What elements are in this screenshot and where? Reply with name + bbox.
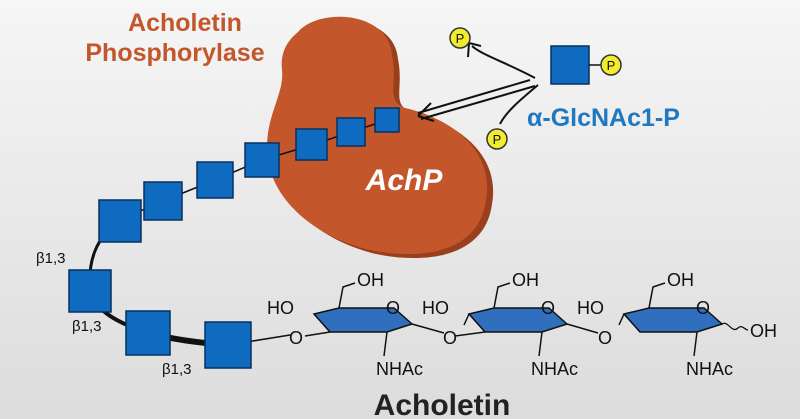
substrate-glcnac1p: P (550, 45, 622, 85)
svg-text:NHAc: NHAc (376, 359, 423, 379)
svg-text:OH: OH (667, 270, 694, 290)
glcnac-square (143, 181, 183, 221)
reaction-arrows (417, 42, 539, 125)
svg-text:O: O (696, 298, 710, 318)
glcnac-square (125, 310, 171, 356)
svg-text:P: P (456, 31, 465, 46)
linkage-label: β1,3 (72, 318, 101, 335)
svg-text:OH: OH (750, 321, 777, 341)
svg-text:HO: HO (267, 298, 294, 318)
enzyme-shape (266, 16, 494, 259)
svg-text:OH: OH (512, 270, 539, 290)
svg-text:HO: HO (422, 298, 449, 318)
enzyme-body (266, 16, 488, 255)
phosphate-inorganic: P (486, 128, 508, 150)
substrate-label: α-GlcNAc1-P (527, 104, 680, 132)
substrate-phosphate (600, 54, 622, 76)
svg-text:O: O (598, 328, 612, 348)
linkage-label: β1,3 (162, 361, 191, 378)
svg-text:NHAc: NHAc (686, 359, 733, 379)
glcnac-square (295, 128, 328, 161)
glcnac-square (204, 321, 252, 369)
atom-labels: OH HO O O NHAc OH HO O O NHAc OH HO O O … (267, 270, 777, 379)
substrate-square (550, 45, 590, 85)
svg-text:O: O (386, 298, 400, 318)
enzyme-name-line2: Phosphorylase (85, 39, 264, 67)
glcnac-square (244, 142, 280, 178)
phosphate-released: P (449, 27, 471, 49)
glcnac-squares (68, 107, 400, 369)
svg-text:O: O (541, 298, 555, 318)
svg-text:O: O (443, 328, 457, 348)
chair-rings (312, 307, 724, 333)
glcnac-square (374, 107, 400, 133)
svg-text:P: P (607, 58, 616, 73)
enzyme-abbreviation: AchP (365, 164, 444, 197)
glcnac-square (196, 161, 234, 199)
glcnac-square (68, 269, 112, 313)
enzyme-name-line1: Acholetin (128, 9, 242, 37)
product-name: Acholetin (374, 389, 511, 419)
svg-text:HO: HO (577, 298, 604, 318)
glcnac-square (98, 199, 142, 243)
svg-text:P: P (493, 132, 502, 147)
linkage-label: β1,3 (36, 250, 65, 267)
svg-text:OH: OH (357, 270, 384, 290)
svg-text:O: O (289, 328, 303, 348)
glcnac-square (336, 117, 366, 147)
svg-text:NHAc: NHAc (531, 359, 578, 379)
chair-bonds (304, 282, 749, 357)
